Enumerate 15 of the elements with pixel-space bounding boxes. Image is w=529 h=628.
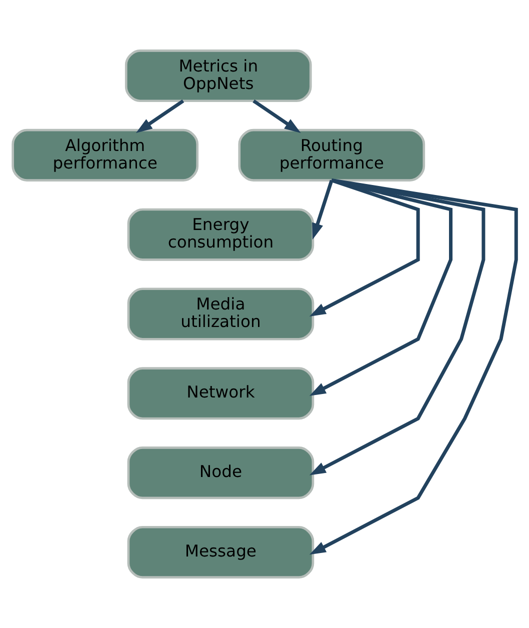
node-box: Message xyxy=(127,526,314,578)
node-box: Energy consumption xyxy=(127,208,314,261)
node-box: Network xyxy=(127,367,314,420)
arrow xyxy=(252,99,301,134)
node-box: Routing performance xyxy=(238,128,426,182)
node-box: Media utilization xyxy=(127,288,314,340)
arrow xyxy=(309,178,452,396)
arrow xyxy=(309,178,518,555)
node-box: Metrics in OppNets xyxy=(124,50,312,102)
node-box: Algorithm performance xyxy=(12,128,199,182)
node-box: Node xyxy=(127,446,314,500)
arrow xyxy=(309,178,420,316)
arrow xyxy=(312,180,334,240)
arrow xyxy=(309,178,486,476)
arrow xyxy=(136,99,184,134)
